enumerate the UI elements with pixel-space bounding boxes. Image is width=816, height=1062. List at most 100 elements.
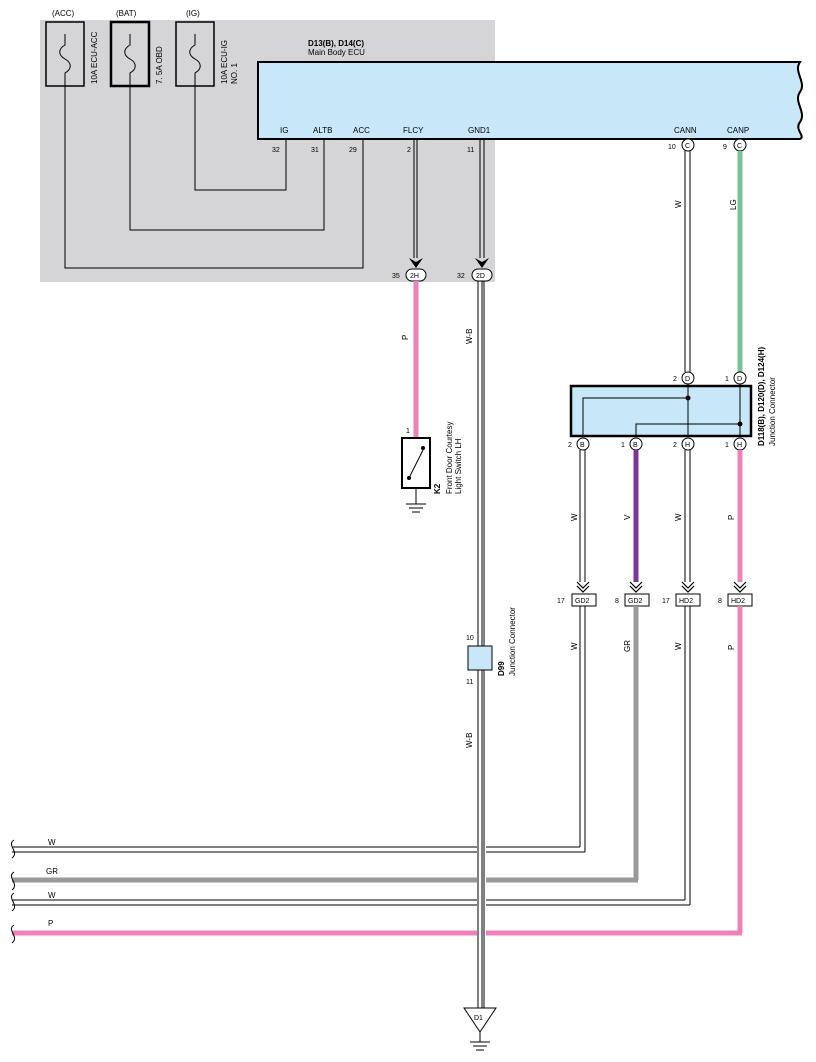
fuse-bat-supply: (BAT) <box>116 9 137 18</box>
switch-pin: 1 <box>406 428 410 435</box>
arrow-2h <box>409 258 423 268</box>
ecu-pin-num-acc: 29 <box>349 147 357 154</box>
wire-color-wb-top: W-B <box>465 329 474 344</box>
ground-d1-id: D1 <box>474 1015 483 1022</box>
wire-low-w3 <box>579 606 586 852</box>
connector-gd2-1: GD2 <box>571 593 597 607</box>
d99-name: Junction Connector <box>508 607 517 676</box>
bus-w-2 <box>12 899 690 906</box>
jc-bottom-num-2: 1 <box>621 442 625 449</box>
connector-canp-id: C <box>737 143 742 150</box>
wire-color-v: V <box>623 514 632 520</box>
wire-color-p-top: P <box>401 335 410 340</box>
hd2-2-id: HD2 <box>731 598 745 605</box>
jc-name: Junction Connector <box>768 377 777 446</box>
d99-top-pin: 10 <box>466 635 474 642</box>
ecu-pin-num-cann: 10 <box>668 144 676 151</box>
ecu-pin-label-ig: IG <box>280 126 288 135</box>
gd2-2-pin: 8 <box>615 598 619 605</box>
ecu-box <box>257 61 803 140</box>
ecu-name: Main Body ECU <box>308 48 365 57</box>
connector-2h: 2H <box>405 268 427 282</box>
connector-cann-id: C <box>685 143 690 150</box>
wire-mid-w1 <box>579 450 586 582</box>
fuse-acc <box>45 21 85 87</box>
connector-gd2-2: GD2 <box>624 593 650 607</box>
wire-color-p-mid: P <box>727 515 736 520</box>
wire-color-cann: W <box>674 200 683 208</box>
wire-color-w3: W <box>570 642 579 650</box>
fuse-ig-name: 10A ECU-IG <box>220 40 229 84</box>
wire-color-w1: W <box>570 513 579 521</box>
connector-hd2-2: HD2 <box>727 593 753 607</box>
wire-color-gr: GR <box>623 640 632 652</box>
ecu-pin-label-gnd1: GND1 <box>468 126 491 135</box>
jc-bottom-conn-4: H <box>737 442 742 449</box>
d99-code: D99 <box>497 661 506 676</box>
connector-2d-pin: 32 <box>457 273 465 280</box>
connector-2h-pin: 35 <box>392 273 400 280</box>
fuse-bat <box>109 20 151 88</box>
connector-cann: C <box>681 138 695 152</box>
jc-top-num-2: 1 <box>725 376 729 383</box>
jc-bottom-conn-2: B <box>633 442 638 449</box>
jc-top-num-1: 2 <box>673 376 677 383</box>
bus-label-p: P <box>48 919 53 928</box>
bus-w-1 <box>12 846 585 853</box>
fuse-acc-supply: (ACC) <box>52 9 75 18</box>
gd2-1-pin: 17 <box>557 598 565 605</box>
fuse-ig-supply: (IG) <box>186 9 200 18</box>
shaded-region <box>40 20 495 282</box>
ecu-pin-num-altb: 31 <box>311 147 319 154</box>
wire-color-canp: LG <box>729 199 738 210</box>
ecu-pin-label-canp: CANP <box>727 126 749 135</box>
fuse-wiring <box>64 86 364 269</box>
connector-canp: C <box>733 138 747 152</box>
switch-code: K2 <box>433 483 442 494</box>
switch-name-1: Front Door Courtesy <box>445 422 454 494</box>
fuse-acc-name: 10A ECU-ACC <box>90 31 99 84</box>
jc-bottom-conn-3: H <box>685 442 690 449</box>
junction-internal <box>582 384 743 436</box>
jc-bottom-conn-1: B <box>580 442 585 449</box>
arrow-2d <box>475 258 489 268</box>
break-marks <box>10 839 16 944</box>
wire-color-w2: W <box>674 513 683 521</box>
fuse-bat-name: 7. 5A OBD <box>155 46 164 84</box>
jc-top-conn-2: D <box>737 376 742 383</box>
switch-name-2: Light Switch LH <box>454 438 463 494</box>
jc-bottom-num-4: 1 <box>725 442 729 449</box>
ecu-pin-label-cann: CANN <box>674 126 697 135</box>
junction-main <box>569 384 753 438</box>
bus-label-w-1: W <box>48 838 56 847</box>
ecu-pin-num-flcy: 2 <box>407 147 411 154</box>
jc-bottom-num-3: 2 <box>673 442 677 449</box>
connector-2h-id: 2H <box>410 273 419 280</box>
ecu-code: D13(B), D14(C) <box>308 39 364 48</box>
wire-mid-w2 <box>684 450 691 582</box>
jc-bottom-pin-3 <box>681 437 695 451</box>
wire-flcy-top <box>413 139 418 258</box>
jc-top-conn-1: D <box>685 376 690 383</box>
gd2-2-id: GD2 <box>628 598 643 605</box>
connector-2d: 2D <box>471 268 493 282</box>
connector-2d-id: 2D <box>476 273 485 280</box>
jc-bottom-num-1: 2 <box>568 442 572 449</box>
junction-d99 <box>467 645 493 671</box>
wb-over-bus <box>477 844 486 940</box>
jc-code: D118(B), D120(D), D124(H) <box>757 347 766 446</box>
ecu-pin-label-altb: ALTB <box>313 126 332 135</box>
hd2-1-id: HD2 <box>679 598 693 605</box>
ecu-pin-label-flcy: FLCY <box>403 126 424 135</box>
bus-label-w-2: W <box>48 891 56 900</box>
ecu-pin-num-ig: 32 <box>272 147 280 154</box>
wire-color-p-low: P <box>727 645 736 650</box>
wire-gnd1-top <box>479 139 485 258</box>
ecu-pin-num-canp: 9 <box>723 144 727 151</box>
ecu-pin-label-acc: ACC <box>353 126 370 135</box>
hd2-1-pin: 17 <box>662 598 670 605</box>
connector-hd2-1: HD2 <box>675 593 701 607</box>
bus-label-gr: GR <box>46 867 58 876</box>
wire-color-wb-low: W-B <box>465 733 474 748</box>
